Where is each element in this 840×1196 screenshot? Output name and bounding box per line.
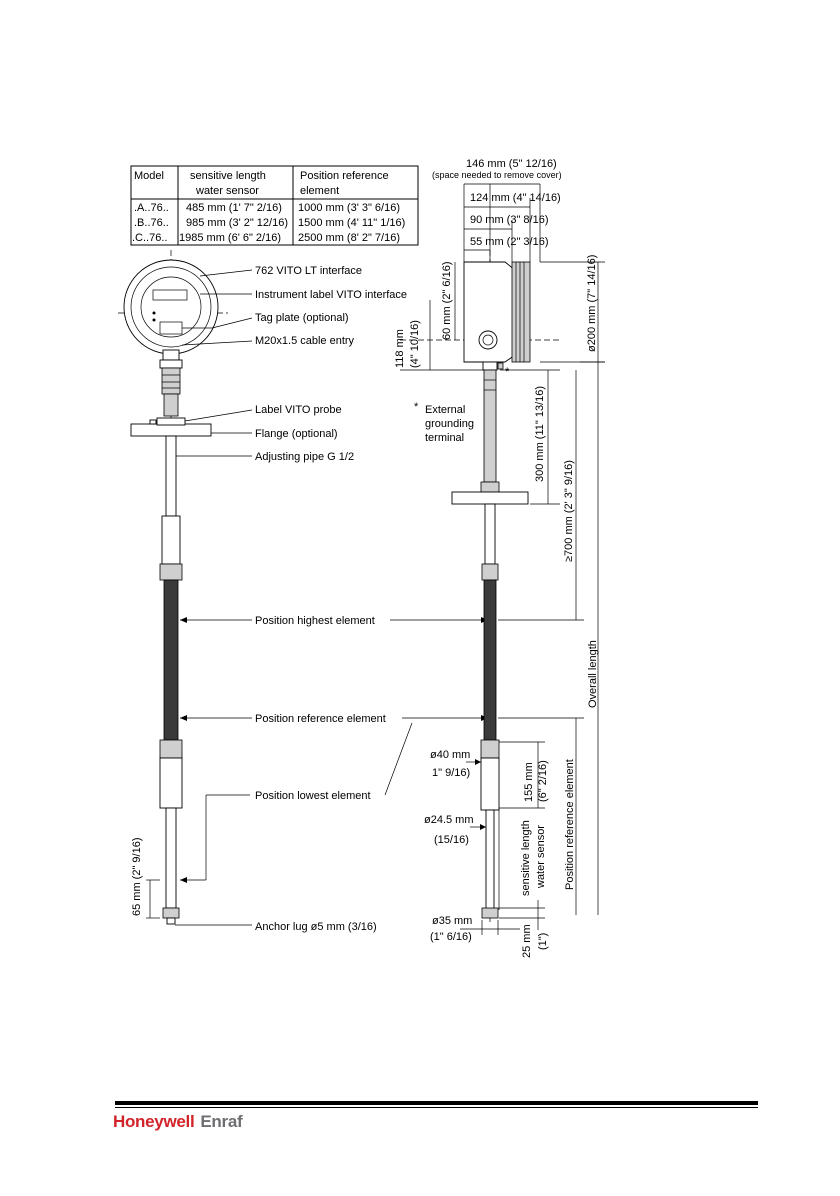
dim-35a: ø35 mm [432, 915, 472, 927]
front-view [118, 250, 228, 925]
dim-118a: 118 mm [394, 329, 406, 368]
dim-124: 124 mm (4" 14/16) [470, 192, 561, 204]
dim-55: 55 mm (2" 3/16) [470, 236, 549, 248]
label-cable-entry: M20x1.5 cable entry [255, 335, 355, 347]
sensor-tube-side [483, 579, 497, 741]
label-probe: Label VITO probe [255, 404, 342, 416]
flange-side [451, 491, 529, 505]
grounding-1: External [425, 404, 465, 416]
dim-35b: (1" 6/16) [430, 931, 472, 943]
dim-65: 65 mm (2" 9/16) [131, 838, 143, 917]
side-view: * [400, 250, 560, 925]
label-tag-plate: Tag plate (optional) [255, 312, 349, 324]
dim-90: 90 mm (3" 8/16) [470, 214, 549, 226]
table-header-sensitive-2: water sensor [195, 185, 259, 197]
footer-rule-thin [115, 1107, 758, 1108]
dim-60: 60 mm (2" 6/16) [441, 262, 453, 341]
dim-300: 300 mm (11" 13/16) [534, 386, 546, 482]
table-header-position-2: element [300, 185, 339, 197]
side-dimensions: 146 mm (5" 12/16) (space needed to remov… [394, 158, 605, 958]
label-anchor-lug: Anchor lug ø5 mm (3/16) [255, 921, 377, 933]
dim-200: ø200 mm (7" 14/16) [586, 255, 598, 352]
housing-outer [123, 259, 219, 355]
grounding-star: * [505, 366, 510, 378]
dim-245a: ø24.5 mm [424, 814, 474, 826]
dim-sens1: sensitive length [520, 820, 532, 896]
label-pos-lowest: Position lowest element [255, 790, 371, 802]
dim-posref: Position reference element [564, 759, 576, 890]
dim-155a: 155 mm [523, 762, 535, 802]
table-cell: .B..76.. [134, 217, 169, 229]
label-adjusting-pipe: Adjusting pipe G 1/2 [255, 451, 354, 463]
table-cell: .A..76.. [134, 202, 169, 214]
dim-118b: (4" 10/16) [409, 320, 421, 368]
table-header-position-1: Position reference [300, 170, 389, 182]
label-flange: Flange (optional) [255, 428, 338, 440]
dim-overall: Overall length [587, 640, 599, 708]
footer-rule [115, 1101, 758, 1105]
dim-25a: 25 mm [521, 924, 533, 958]
brand-enraf: Enraf [200, 1112, 243, 1131]
table-header-sensitive-1: sensitive length [190, 170, 266, 182]
dim-40a: ø40 mm [430, 749, 470, 761]
table-cell: .C..76.. [132, 232, 167, 244]
label-pos-highest: Position highest element [255, 615, 375, 627]
dim-245b: (15/16) [434, 834, 469, 846]
table-cell: 985 mm (3' 2" 12/16) [186, 217, 288, 229]
brand-honeywell: Honeywell [113, 1112, 195, 1131]
dim-25b: (1") [537, 933, 549, 950]
table-cell: 1985 mm (6' 6" 2/16) [179, 232, 281, 244]
table-cell: 1500 mm (4' 11" 1/16) [298, 217, 405, 229]
table-cell: 2500 mm (8' 2" 7/16) [298, 232, 400, 244]
table-cell: 485 mm (1' 7" 2/16) [186, 202, 282, 214]
brand-logo: Honeywell Enraf [113, 1112, 243, 1132]
table-header-model: Model [134, 170, 164, 182]
model-table: Model sensitive length water sensor Posi… [130, 165, 419, 246]
front-labels: 762 VITO LT interface Instrument label V… [131, 265, 488, 933]
dim-40b: 1" 9/16) [432, 767, 470, 779]
label-pos-reference: Position reference element [255, 713, 386, 725]
dim-sens2: water sensor [535, 825, 547, 889]
grounding-3: terminal [425, 432, 464, 444]
dim-146: 146 mm (5" 12/16) [466, 158, 557, 170]
table-cell: 1000 mm (3' 3" 6/16) [298, 202, 400, 214]
grounding-2: grounding [425, 418, 474, 430]
flange [130, 423, 212, 437]
dim-155b: (6" 2/16) [537, 760, 549, 802]
dim-700: ≥700 mm (2' 3" 9/16) [563, 460, 575, 562]
dim-146-note: (space needed to remove cover) [432, 170, 562, 180]
label-interface: 762 VITO LT interface [255, 265, 362, 277]
sensor-tube [163, 579, 179, 741]
label-instrument: Instrument label VITO interface [255, 289, 407, 301]
grounding-mark: * [414, 401, 419, 413]
